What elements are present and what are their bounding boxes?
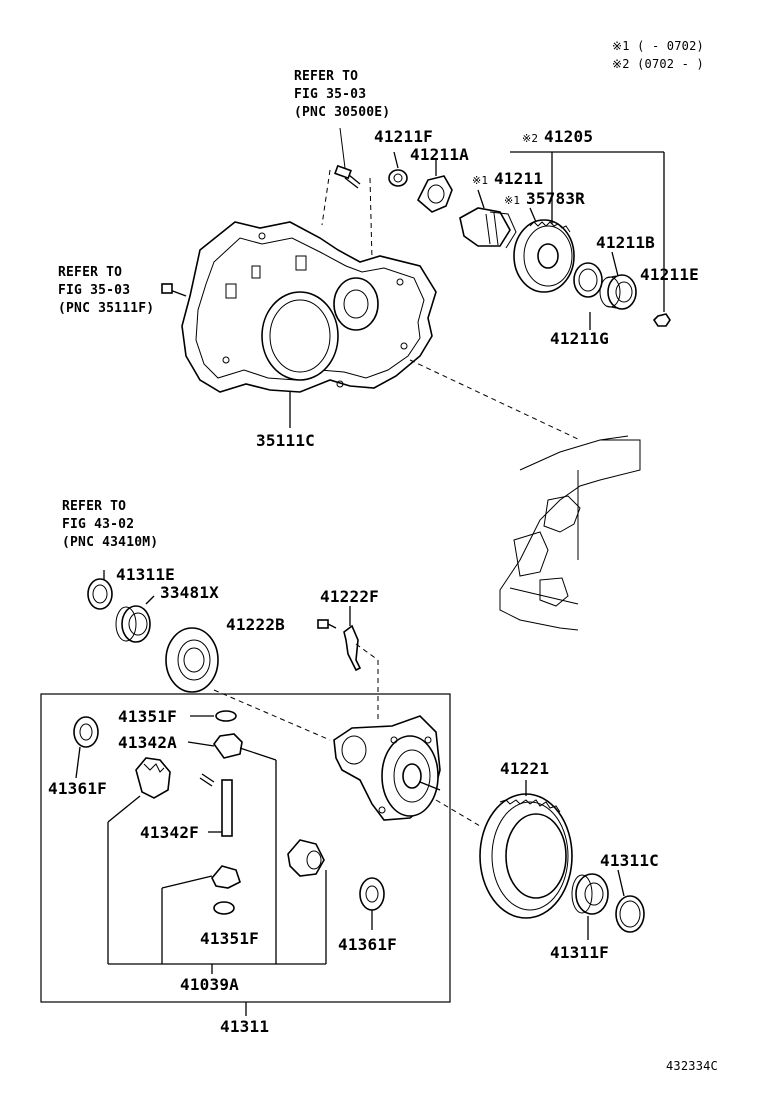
label-41342f[interactable]: 41342F [140,823,199,842]
label-35111c[interactable]: 35111C [256,431,315,450]
refer2-line3: (PNC 35111F) [58,301,155,316]
kit-box-41311 [40,693,451,1016]
label-41311f[interactable]: 41311F [550,943,609,962]
refer1-line1: REFER TO [294,69,359,84]
label-41039a[interactable]: 41039A [180,975,239,994]
label-41211g[interactable]: 41211G [550,329,609,348]
mark-41205: ※2 [522,132,539,145]
refer3-line1: REFER TO [62,499,127,514]
label-41351f-top[interactable]: 41351F [118,707,177,726]
label-41211f[interactable]: 41211F [374,127,433,146]
refer3-line3: (PNC 43410M) [62,535,159,550]
figure-id: 432334C [666,1059,718,1073]
label-41351f-bottom[interactable]: 41351F [200,929,259,948]
mark-35783r: ※1 [504,194,521,207]
label-41222b[interactable]: 41222B [226,615,285,634]
transaxle-ghost [499,435,641,631]
label-41205[interactable]: 41205 [544,127,594,146]
retainer-group [317,606,379,720]
label-41342a[interactable]: 41342A [118,733,177,752]
shaft-gear-group [388,151,671,330]
right-bearing-group [571,869,645,940]
refer2-line1: REFER TO [58,265,123,280]
note-1: ※1 ( - 0702) [612,39,704,53]
differential-case [333,715,481,827]
bearing-group-left [87,570,331,741]
label-41221[interactable]: 41221 [500,759,550,778]
label-41222f[interactable]: 41222F [320,587,379,606]
refer2-line2: FIG 35-03 [58,283,131,298]
label-41211a[interactable]: 41211A [410,145,469,164]
refer1-line3: (PNC 30500E) [294,105,391,120]
label-41211b[interactable]: 41211B [596,233,655,252]
label-41311e[interactable]: 41311E [116,565,175,584]
refer-bolt-top [321,127,373,261]
transaxle-housing-35111c [161,221,581,441]
label-33481x[interactable]: 33481X [160,583,219,602]
label-41361f-left[interactable]: 41361F [48,779,107,798]
refer3-line2: FIG 43-02 [62,517,135,532]
ring-gear-41221 [479,780,573,919]
note-2: ※2 (0702 - ) [612,57,704,71]
label-41361f-right[interactable]: 41361F [338,935,397,954]
label-41211e[interactable]: 41211E [640,265,699,284]
refer1-line2: FIG 35-03 [294,87,367,102]
label-35783r[interactable]: 35783R [526,189,585,208]
mark-41211: ※1 [472,174,489,187]
label-41311c[interactable]: 41311C [600,851,659,870]
label-41311[interactable]: 41311 [220,1017,270,1036]
label-41211[interactable]: 41211 [494,169,544,188]
